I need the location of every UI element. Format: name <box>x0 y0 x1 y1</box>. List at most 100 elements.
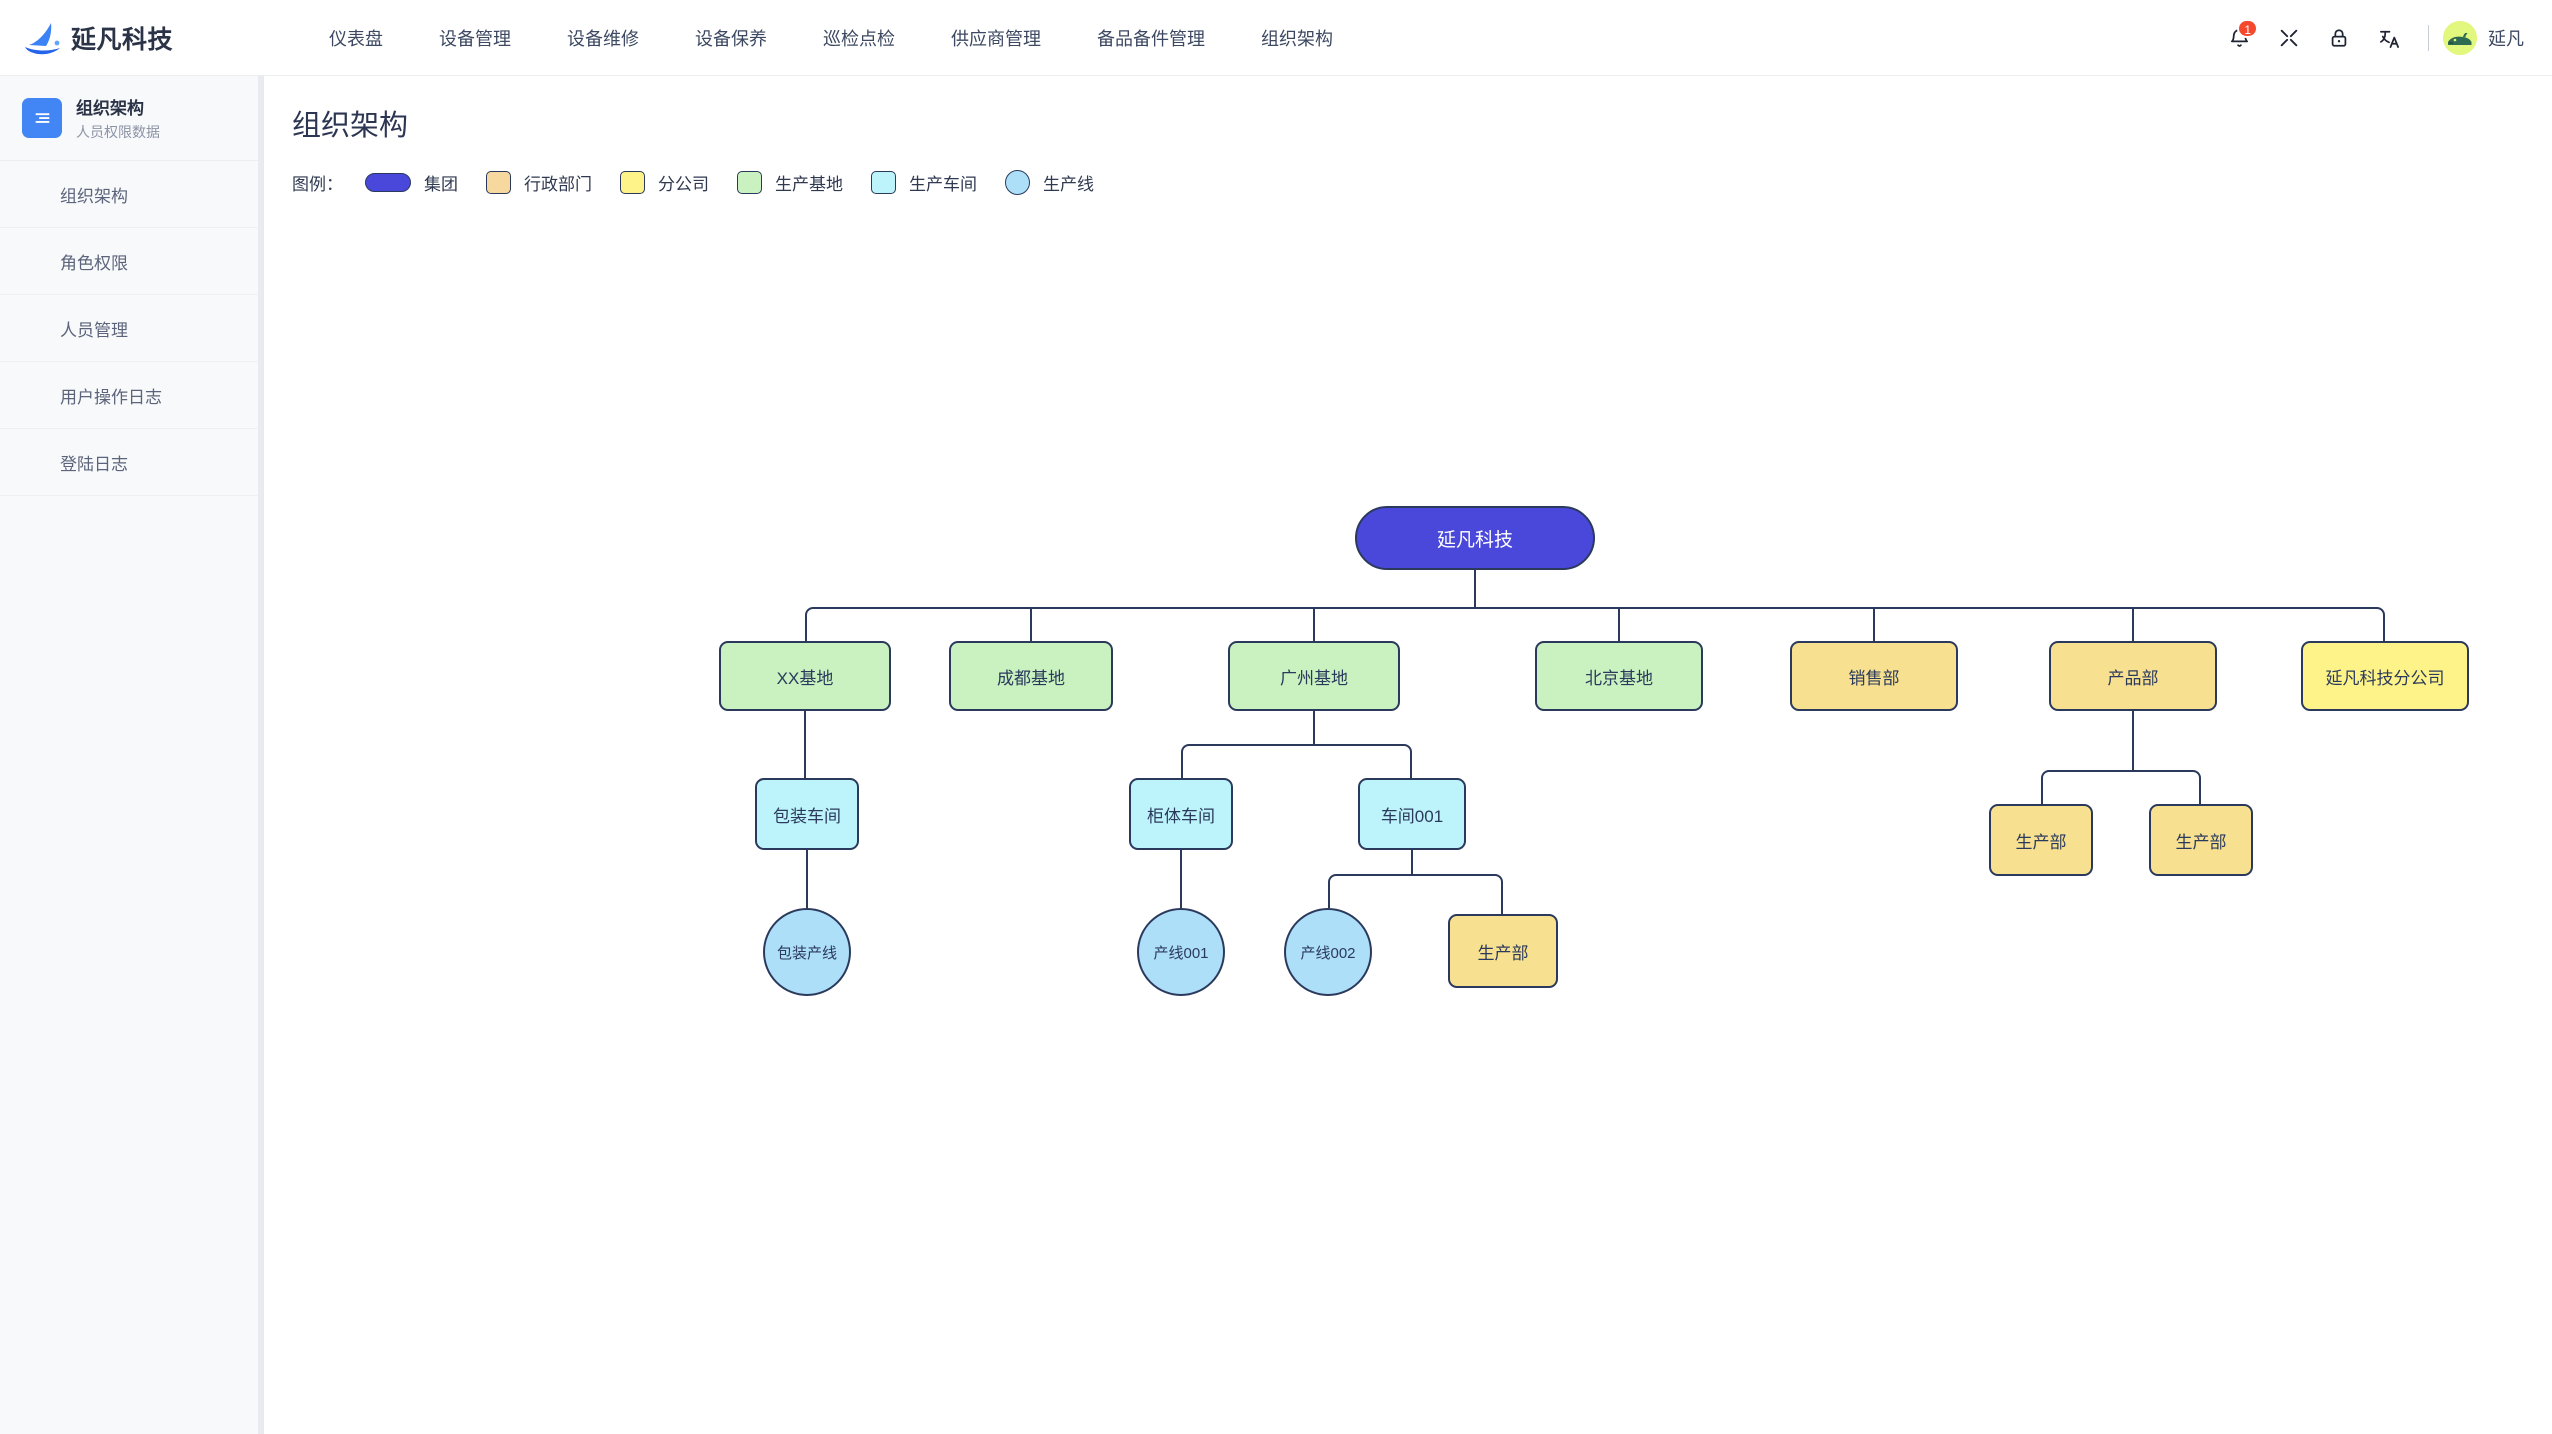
edge-stem-n6 <box>2132 711 2134 772</box>
sidebar-item-login-log[interactable]: 登陆日志 <box>0 429 263 496</box>
sailboat-logo-icon <box>22 21 64 55</box>
edge-corner-n7 <box>2377 607 2385 615</box>
legend-swatch-admin-dept <box>486 171 511 194</box>
edge-drop-n7 <box>2383 615 2385 641</box>
nav-item-supplier[interactable]: 供应商管理 <box>951 28 1041 49</box>
legend-text-admin-dept: 行政部门 <box>524 175 592 194</box>
edge-drop-n5 <box>1873 607 1875 641</box>
brand-name: 延凡科技 <box>71 25 174 54</box>
org-node-n15[interactable]: 产线002 <box>1284 908 1372 996</box>
nav-item-equipment[interactable]: 设备管理 <box>439 28 511 49</box>
org-node-n13[interactable]: 包装产线 <box>763 908 851 996</box>
nav-item-repair[interactable]: 设备维修 <box>567 28 639 49</box>
edge-drop-n2 <box>1030 607 1032 641</box>
legend-item-production-line: 生产线 <box>1005 170 1094 195</box>
org-node-n8[interactable]: 包装车间 <box>755 778 859 850</box>
org-node-n12[interactable]: 生产部 <box>2149 804 2253 876</box>
edge-drop-n15 <box>1328 882 1330 908</box>
legend-label: 图例： <box>292 175 343 194</box>
edge-corner-n11 <box>2041 770 2049 778</box>
legend-item-workshop: 生产车间 <box>871 170 977 195</box>
org-node-n11[interactable]: 生产部 <box>1989 804 2093 876</box>
org-node-n2[interactable]: 成都基地 <box>949 641 1113 711</box>
legend-swatch-production-line <box>1005 170 1030 195</box>
brand-logo[interactable]: 延凡科技 <box>0 0 265 76</box>
legend-text-branch: 分公司 <box>658 175 709 194</box>
org-node-n5[interactable]: 销售部 <box>1790 641 1958 711</box>
edge-drop-n6 <box>2132 607 2134 641</box>
document-list-icon <box>22 98 62 138</box>
edge-stem-n3 <box>1313 711 1315 746</box>
edge-drop-n9 <box>1181 752 1183 778</box>
org-node-n6[interactable]: 产品部 <box>2049 641 2217 711</box>
legend-swatch-production-base <box>737 171 762 194</box>
edge-stem-n10 <box>1411 850 1413 876</box>
org-node-n3[interactable]: 广州基地 <box>1228 641 1400 711</box>
legend-text-workshop: 生产车间 <box>909 175 977 194</box>
sidebar-item-role-permission[interactable]: 角色权限 <box>0 228 263 295</box>
org-node-n16[interactable]: 生产部 <box>1448 914 1558 988</box>
sidebar-scrollbar[interactable] <box>258 76 263 1434</box>
edge-corner-n10 <box>1404 744 1412 752</box>
org-node-n1[interactable]: XX基地 <box>719 641 891 711</box>
edge-n8-n13 <box>806 850 808 908</box>
sidebar-item-personnel[interactable]: 人员管理 <box>0 295 263 362</box>
legend-swatch-group <box>365 173 411 192</box>
legend-swatch-branch <box>620 171 645 194</box>
edge-drop-n12 <box>2199 778 2201 804</box>
org-node-n10[interactable]: 车间001 <box>1358 778 1466 850</box>
org-node-n4[interactable]: 北京基地 <box>1535 641 1703 711</box>
edge-corner-n9 <box>1181 744 1189 752</box>
top-right-actions: 1 <box>2214 0 2524 76</box>
nav-item-spare-parts[interactable]: 备品备件管理 <box>1097 28 1205 49</box>
edge-corner-n12 <box>2193 770 2201 778</box>
legend-text-production-line: 生产线 <box>1043 175 1094 194</box>
edge-corner-n16 <box>1495 874 1503 882</box>
edge-bus-root <box>813 607 2377 609</box>
sidebar-empty-area <box>0 496 263 1396</box>
sidebar-title: 组织架构 <box>76 99 144 118</box>
nav-item-org-structure[interactable]: 组织架构 <box>1261 28 1333 49</box>
sidebar-item-operation-log[interactable]: 用户操作日志 <box>0 362 263 429</box>
nav-item-maintenance[interactable]: 设备保养 <box>695 28 767 49</box>
legend-item-branch: 分公司 <box>620 170 709 195</box>
edge-corner-n15 <box>1328 874 1336 882</box>
page-title: 组织架构 <box>292 110 409 142</box>
legend-item-production-base: 生产基地 <box>737 170 843 195</box>
sidebar-item-org-structure[interactable]: 组织架构 <box>0 161 263 228</box>
sidebar-header: 组织架构 人员权限数据 <box>0 76 263 161</box>
main-content: 组织架构 图例： 集团 行政部门 分公司 生产基地 生产车间 生产线 延凡科技 X… <box>265 76 2552 1434</box>
legend-text-production-base: 生产基地 <box>775 175 843 194</box>
edge-stem-root <box>1474 570 1476 609</box>
edge-n1-n8 <box>804 711 806 778</box>
main-nav: 仪表盘 设备管理 设备维修 设备保养 巡检点检 供应商管理 备品备件管理 组织架… <box>301 0 1361 76</box>
bell-icon[interactable]: 1 <box>2214 13 2264 63</box>
edge-n9-n14 <box>1180 850 1182 908</box>
fullscreen-icon[interactable] <box>2264 13 2314 63</box>
edge-corner-n1 <box>805 607 813 615</box>
username: 延凡 <box>2488 29 2524 49</box>
nav-item-dashboard[interactable]: 仪表盘 <box>329 28 383 49</box>
sidebar-subtitle: 人员权限数据 <box>76 124 160 140</box>
org-node-n14[interactable]: 产线001 <box>1137 908 1225 996</box>
sidebar: 组织架构 人员权限数据 组织架构 角色权限 人员管理 用户操作日志 登陆日志 <box>0 76 264 1434</box>
edge-drop-n3 <box>1313 607 1315 641</box>
org-node-n7[interactable]: 延凡科技分公司 <box>2301 641 2469 711</box>
edge-drop-n10 <box>1410 752 1412 778</box>
legend: 图例： 集团 行政部门 分公司 生产基地 生产车间 生产线 <box>265 144 2552 195</box>
edge-drop-n11 <box>2041 778 2043 804</box>
nav-item-inspection[interactable]: 巡检点检 <box>823 28 895 49</box>
translate-icon[interactable] <box>2364 13 2414 63</box>
edge-drop-n4 <box>1618 607 1620 641</box>
edge-bus-n6 <box>2049 770 2193 772</box>
edge-drop-n1 <box>805 615 807 641</box>
org-node-root[interactable]: 延凡科技 <box>1355 506 1595 570</box>
lock-icon[interactable] <box>2314 13 2364 63</box>
legend-item-group: 集团 <box>365 170 458 195</box>
avatar[interactable] <box>2443 21 2477 55</box>
edge-bus-n10 <box>1336 874 1495 876</box>
legend-item-admin-dept: 行政部门 <box>486 170 592 195</box>
edge-drop-n16 <box>1501 882 1503 914</box>
org-node-n9[interactable]: 柜体车间 <box>1129 778 1233 850</box>
legend-swatch-workshop <box>871 171 896 194</box>
